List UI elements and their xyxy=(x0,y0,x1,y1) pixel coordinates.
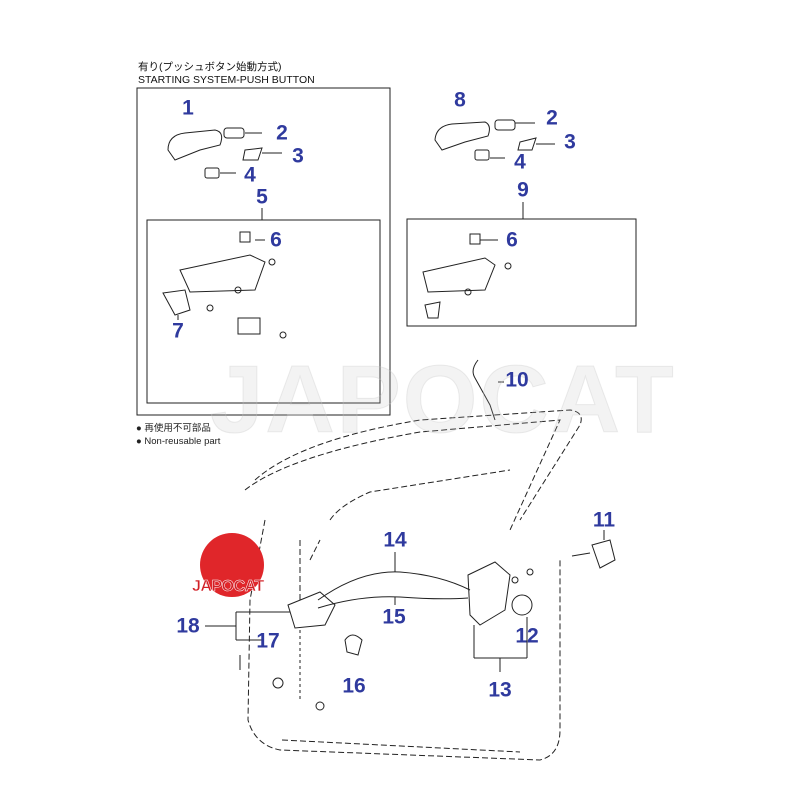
note-jp-text: 再使用不可部品 xyxy=(144,423,211,434)
callout-15[interactable]: 15 xyxy=(382,605,406,629)
rod-10 xyxy=(472,359,496,421)
inner-frame-box-5 xyxy=(146,219,381,404)
callout-10[interactable]: 10 xyxy=(505,368,529,392)
callout-6[interactable]: 6 xyxy=(270,228,282,252)
callout-4[interactable]: 4 xyxy=(244,163,256,187)
callout-2-right[interactable]: 2 xyxy=(546,106,558,130)
door-lock-assembly xyxy=(467,561,511,626)
callout-1[interactable]: 1 xyxy=(182,96,194,120)
callout-3[interactable]: 3 xyxy=(292,144,304,168)
callout-5[interactable]: 5 xyxy=(256,185,268,209)
callout-16[interactable]: 16 xyxy=(342,674,366,698)
note-en-text: Non-reusable part xyxy=(144,436,221,447)
striker-11 xyxy=(591,539,616,569)
door-outline-1 xyxy=(254,409,582,521)
watermark: JAPOCAT xyxy=(210,346,676,454)
inside-handle-18 xyxy=(287,591,336,629)
callout-17[interactable]: 17 xyxy=(256,629,280,653)
cable-14 xyxy=(317,571,471,601)
callout-12[interactable]: 12 xyxy=(515,624,539,648)
callout-9[interactable]: 9 xyxy=(517,178,529,202)
note-jp: ● 再使用不可部品 xyxy=(136,423,211,434)
frame-5 xyxy=(179,254,266,293)
note-en: ● Non-reusable part xyxy=(136,436,221,447)
group-title-jp: 有り(プッシュボタン始動方式) xyxy=(138,61,282,73)
callout-4-right[interactable]: 4 xyxy=(514,150,526,174)
callout-6-right[interactable]: 6 xyxy=(506,228,518,252)
outside-handle-8 xyxy=(434,121,490,151)
group-title-en: STARTING SYSTEM-PUSH BUTTON xyxy=(138,74,315,86)
frame-9 xyxy=(422,257,496,293)
logo-text: JAPOCAT xyxy=(192,578,265,596)
callout-8[interactable]: 8 xyxy=(454,88,466,112)
callout-14[interactable]: 14 xyxy=(383,528,407,552)
cover-16 xyxy=(344,634,363,656)
cable-15 xyxy=(317,596,469,609)
callout-11[interactable]: 11 xyxy=(592,508,616,532)
japocat-logo-icon xyxy=(200,533,264,597)
inner-frame-box-9 xyxy=(406,218,637,327)
callout-2[interactable]: 2 xyxy=(276,121,288,145)
outside-handle-1 xyxy=(167,129,223,161)
push-button-group-box xyxy=(136,87,391,416)
callout-3-right[interactable]: 3 xyxy=(564,130,576,154)
callout-7[interactable]: 7 xyxy=(172,319,184,343)
callout-18[interactable]: 18 xyxy=(176,614,200,638)
callout-13[interactable]: 13 xyxy=(488,678,512,702)
